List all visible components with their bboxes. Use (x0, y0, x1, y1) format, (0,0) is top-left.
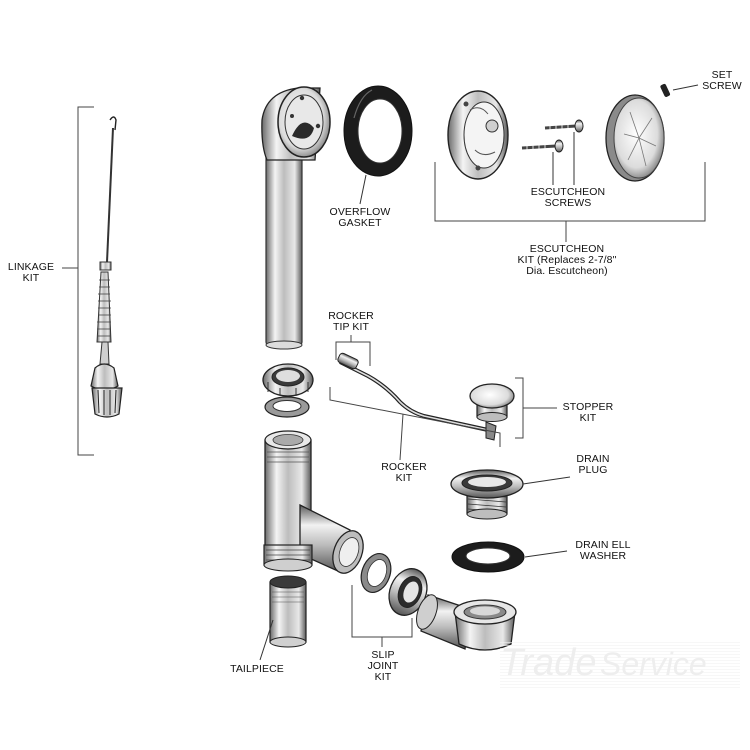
escutcheon-kit-bracket (434, 162, 706, 242)
rocker-kit-bracket (329, 387, 501, 461)
drain-ell-washer-leader (524, 550, 568, 558)
escutcheon-screw-lower (521, 139, 564, 153)
overflow-elbow-part (261, 86, 331, 350)
drain-plug-leader (522, 476, 571, 485)
watermark-brand: Trade (500, 642, 597, 684)
overflow-gasket-leader (359, 174, 367, 205)
set-screw-label: SET SCREW (702, 69, 742, 92)
linkage-kit-part (90, 116, 123, 418)
stopper-kit-bracket (515, 377, 557, 439)
rocker-tip-kit-bracket (335, 335, 371, 366)
slip-joint-kit-bracket (351, 585, 413, 647)
drain-ell-part (416, 594, 517, 651)
tailpiece-leader (259, 619, 274, 661)
escutcheon-cover-part (605, 94, 665, 182)
linkage-kit-label: LINKAGE KIT (7, 261, 55, 284)
drain-ell-washer-label: DRAIN ELL WASHER (575, 539, 631, 562)
tailpiece-part (269, 575, 307, 648)
slip-joint-washer-part (360, 553, 392, 593)
escutcheon-screws-label: ESCUTCHEON SCREWS (530, 186, 606, 209)
waste-tee-part (263, 430, 364, 574)
slip-nut-upper-part (262, 363, 314, 397)
linkage-kit-bracket (62, 106, 94, 456)
drain-ell-washer-part (451, 541, 525, 573)
rocker-tip-kit-label: ROCKER TIP KIT (328, 310, 374, 333)
drain-plug-label: DRAIN PLUG (576, 453, 610, 476)
overflow-gasket-part (343, 85, 413, 177)
stopper-kit-label: STOPPER KIT (562, 401, 614, 424)
slip-washer-upper-part (264, 396, 310, 418)
watermark-word: Service (600, 646, 707, 682)
drain-plug-part (450, 469, 524, 520)
overflow-gasket-label: OVERFLOW GASKET (329, 206, 391, 229)
escutcheon-screws-leaders (552, 132, 575, 185)
slip-joint-nut-part (388, 568, 428, 616)
tailpiece-label: TAILPIECE (230, 663, 284, 675)
stopper-part (469, 383, 515, 422)
escutcheon-screw-upper (544, 119, 584, 133)
escutcheon-kit-label: ESCUTCHEON KIT (Replaces 2-7/8" Dia. Esc… (517, 243, 617, 277)
slip-joint-kit-label: SLIP JOINT KIT (367, 649, 399, 683)
escutcheon-body-part (447, 90, 509, 180)
rocker-kit-label: ROCKER KIT (381, 461, 427, 484)
watermark-lines (500, 640, 740, 688)
set-screw-part (660, 83, 699, 97)
